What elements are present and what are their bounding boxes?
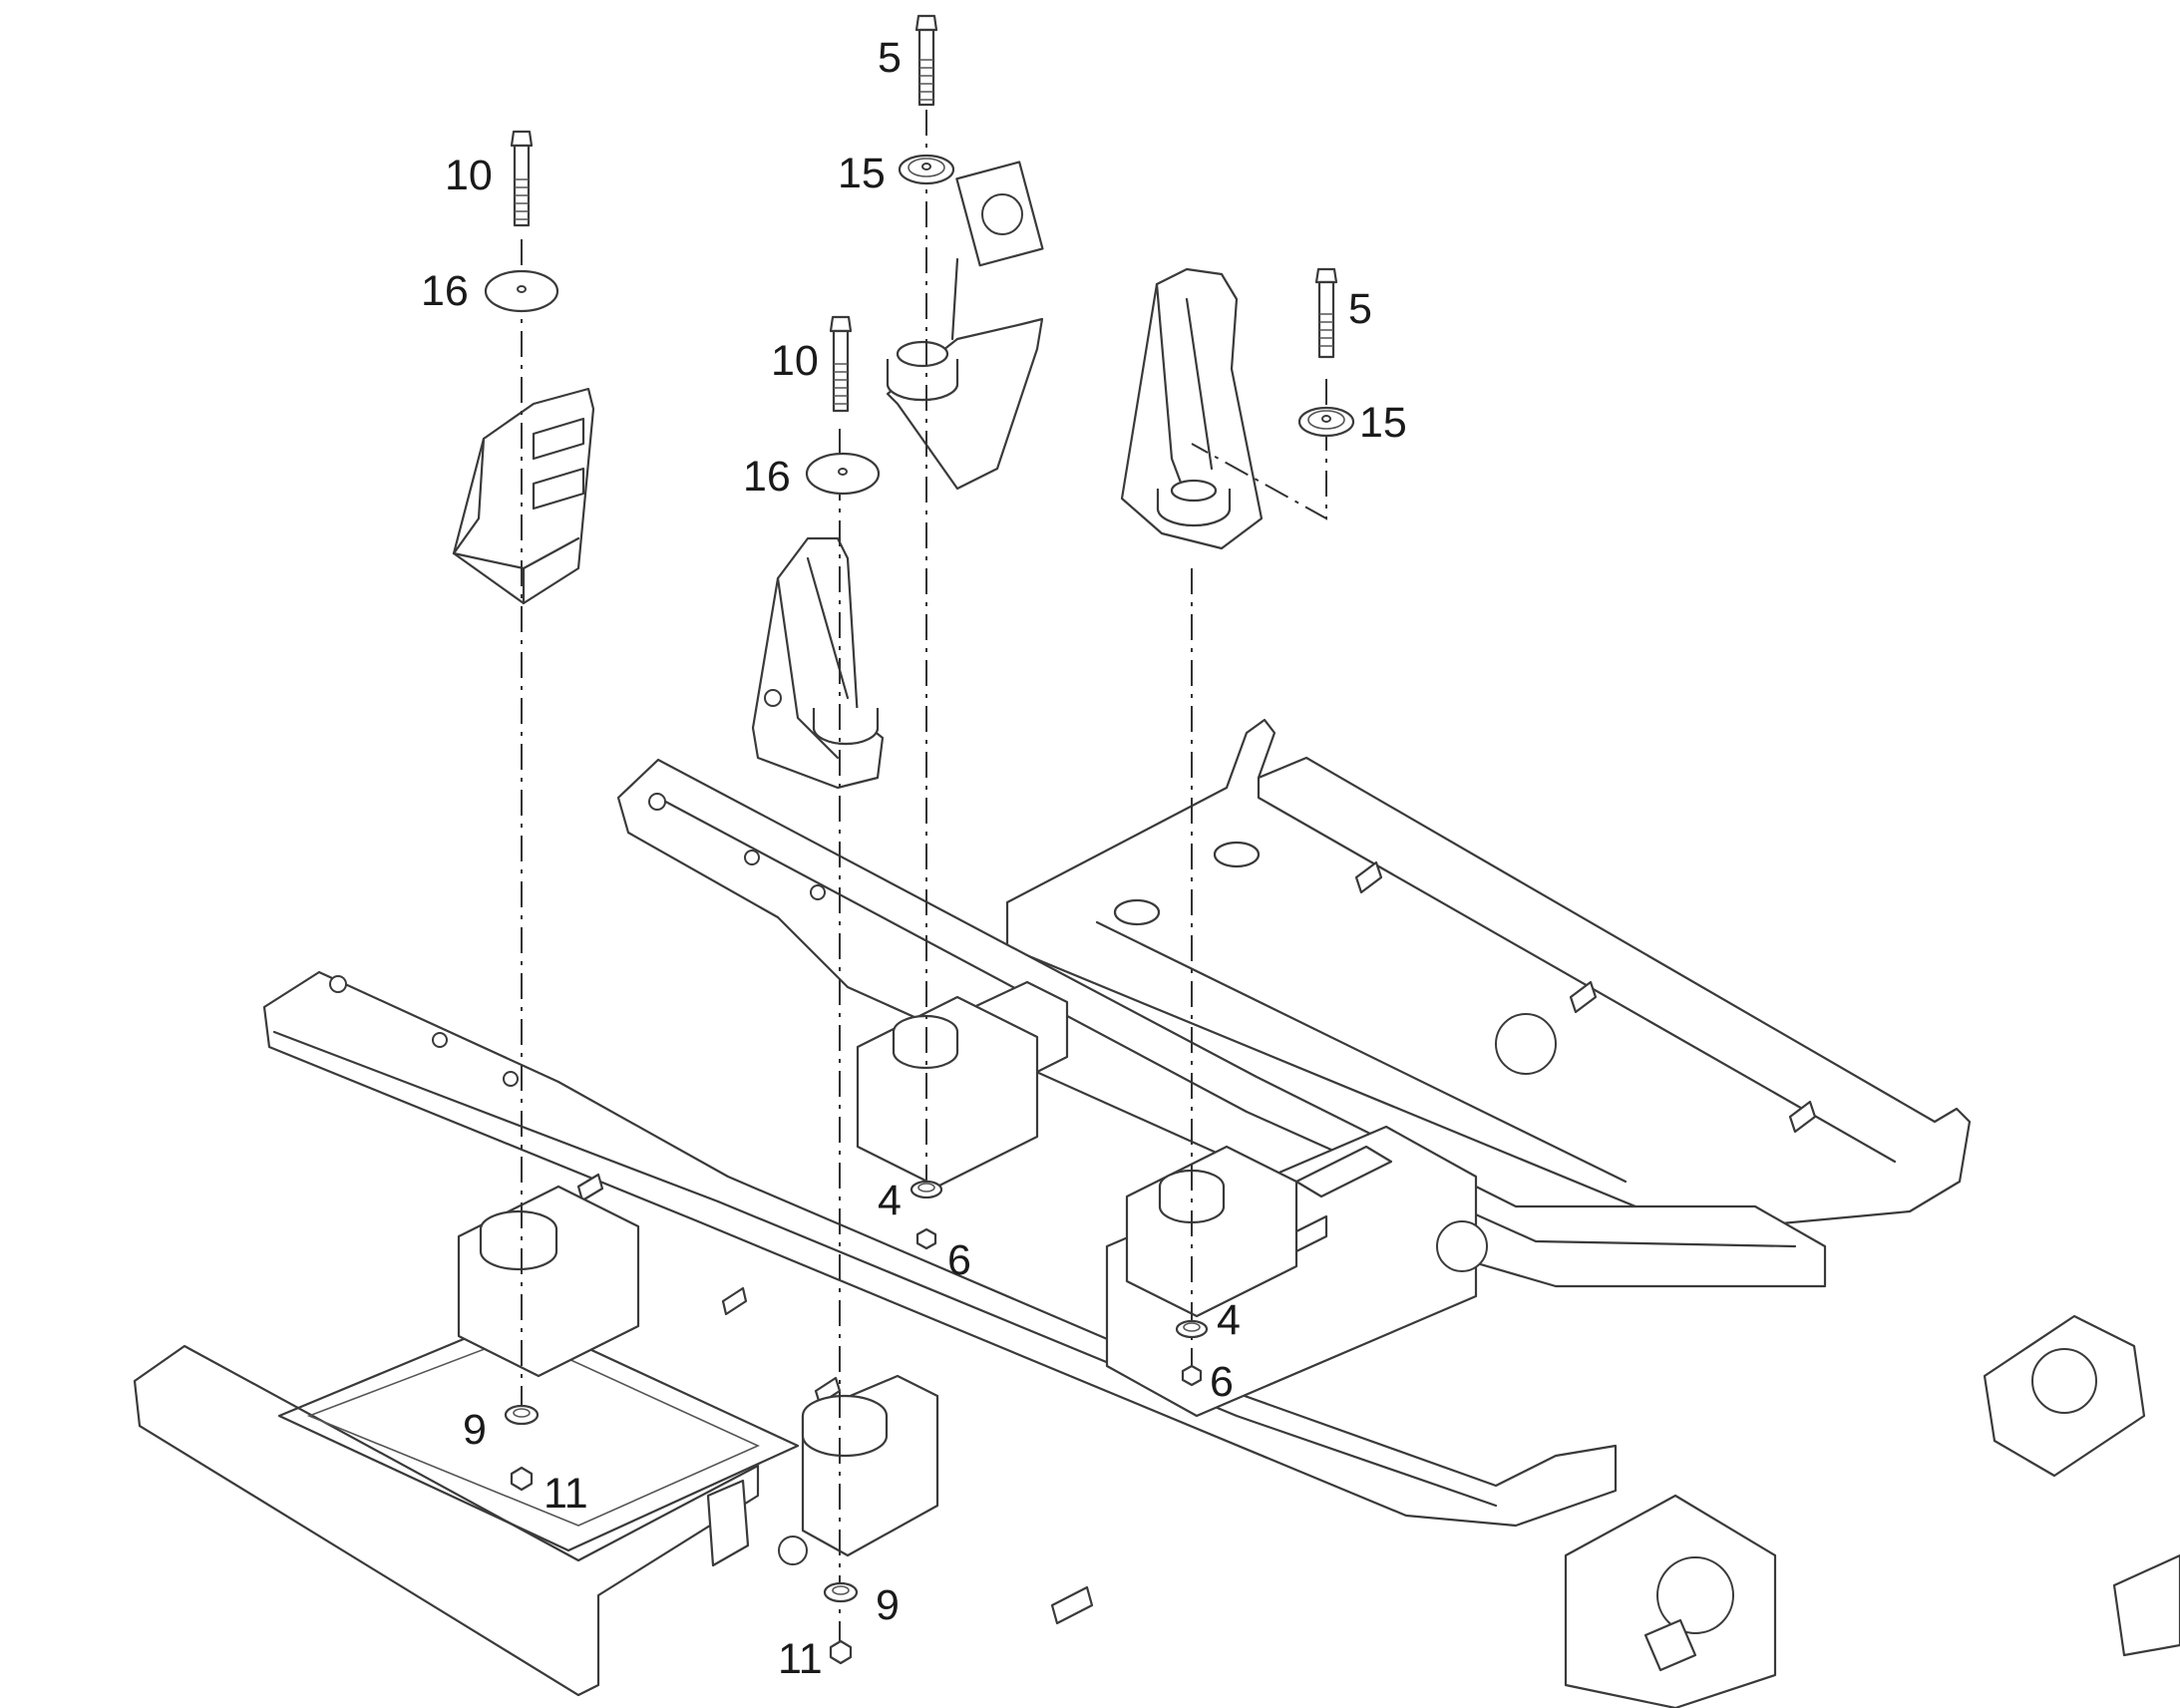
frame-mount-seats xyxy=(457,995,1298,1557)
seat-left-rear xyxy=(457,1185,640,1378)
bolt-5-right xyxy=(1314,267,1338,359)
nut-11-left xyxy=(510,1466,534,1492)
center-rail xyxy=(616,758,1827,1288)
washer-9-left xyxy=(504,1404,540,1426)
washer-15-center xyxy=(898,154,955,185)
callout-9-left: 9 xyxy=(463,1406,487,1454)
left-rail xyxy=(262,970,1618,1528)
nut-6-right xyxy=(1181,1364,1203,1387)
bracket-right-front xyxy=(1120,267,1264,550)
callout-10-left: 10 xyxy=(445,152,493,199)
bracket-center-rear xyxy=(886,161,1044,491)
washer-4-center xyxy=(909,1180,943,1199)
washer-9-front xyxy=(823,1581,859,1603)
callout-11-front: 11 xyxy=(778,1635,823,1683)
front-left-frame xyxy=(133,1344,760,1697)
bracket-center-front xyxy=(751,536,885,790)
callout-4-right: 4 xyxy=(1217,1296,1241,1344)
washer-16-center xyxy=(805,452,881,496)
callout-16-left: 16 xyxy=(421,267,469,315)
bracket-left-rear xyxy=(452,387,595,605)
nut-11-front xyxy=(829,1639,853,1665)
callout-15-right: 15 xyxy=(1359,399,1407,447)
right-side-rail xyxy=(1005,718,1972,1233)
callout-5-right: 5 xyxy=(1348,285,1372,333)
callout-11-left: 11 xyxy=(544,1470,588,1518)
callout-5-center: 5 xyxy=(878,34,902,82)
callout-4-center: 4 xyxy=(878,1177,902,1224)
callout-9-front: 9 xyxy=(876,1581,900,1629)
washer-15-right xyxy=(1297,406,1355,438)
bolt-5-center xyxy=(914,14,938,107)
bolt-10-center xyxy=(829,315,853,413)
washer-16-left xyxy=(484,269,559,313)
callout-6-center: 6 xyxy=(947,1236,971,1284)
bolt-10-left xyxy=(510,130,534,227)
callout-6-right: 6 xyxy=(1210,1358,1234,1406)
callout-10-center: 10 xyxy=(771,337,819,385)
cross-member-2 xyxy=(1105,1125,1478,1418)
callout-labels: 5 15 10 16 10 16 5 15 4 6 4 6 9 11 9 11 xyxy=(421,34,1407,1683)
callout-16-center: 16 xyxy=(743,453,791,501)
nut-6-center xyxy=(915,1227,937,1250)
washer-4-right xyxy=(1175,1319,1209,1339)
callout-15-center: 15 xyxy=(838,150,886,197)
